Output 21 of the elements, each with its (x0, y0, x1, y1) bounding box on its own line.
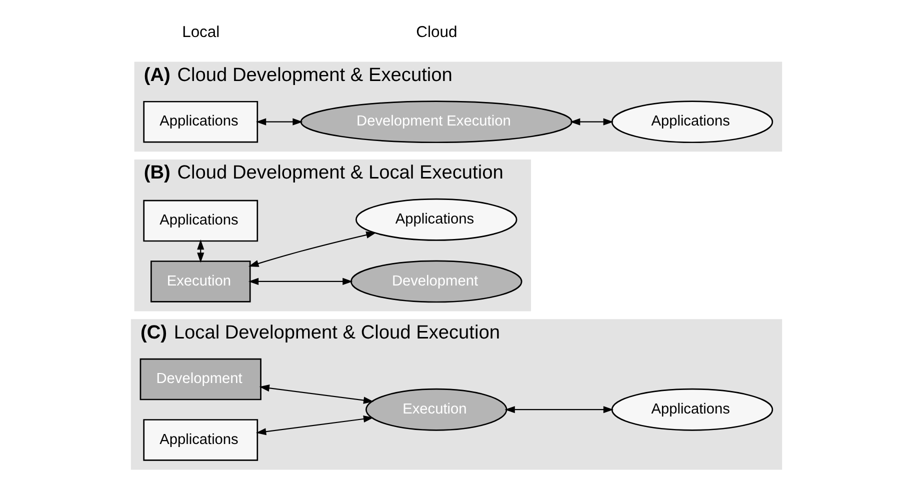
arrow (504, 406, 614, 414)
node-box: Execution (150, 260, 250, 302)
node-box: Applications (142, 200, 258, 242)
node-ellipse: Development (350, 260, 522, 303)
node-ellipse: Development Execution (300, 100, 572, 144)
node-ellipse: Applications (355, 198, 517, 241)
arrow (255, 118, 302, 126)
arrow (196, 240, 204, 263)
arrow (248, 231, 376, 267)
node-box: Development (139, 358, 261, 400)
arrow (255, 415, 374, 436)
node-ellipse: Applications (610, 100, 773, 144)
arrow (248, 278, 352, 286)
arrow (570, 118, 613, 126)
node-box: Applications (142, 419, 258, 461)
arrow (258, 384, 374, 404)
label: Local (182, 24, 220, 42)
label: Cloud (416, 24, 457, 42)
node-ellipse: Execution (364, 388, 507, 431)
node-ellipse: Applications (610, 388, 773, 431)
node-box: Applications (142, 100, 258, 143)
